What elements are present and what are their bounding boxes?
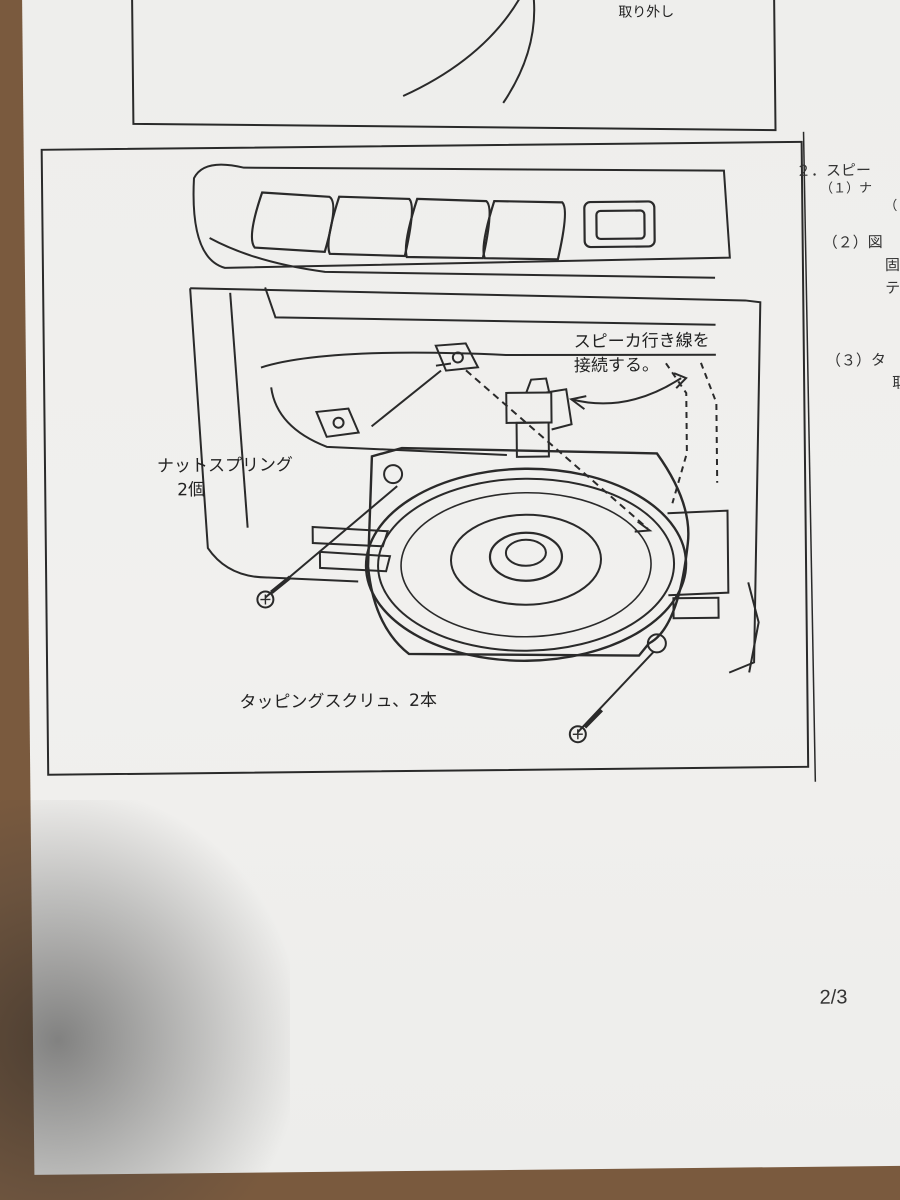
top-figure-curve [402, 0, 528, 97]
step-2-2-line3: テ [885, 278, 900, 297]
manual-page: ロアカバー 取り外し スピーカ行き線を 接続する。 ナットスプリング 2個 タッ… [22, 0, 900, 1175]
door-panel-outline [190, 287, 762, 674]
nut-spring-clips [315, 342, 480, 438]
main-figure-frame [40, 140, 810, 776]
step-2-2: （２）図 [822, 233, 883, 252]
step-2-1: （１）ナ [820, 181, 873, 197]
dashed-guide [465, 369, 649, 530]
connect-arrow [571, 377, 682, 405]
step-2-2-line2: 固 [884, 255, 900, 274]
page-number: 2/3 [819, 986, 848, 1009]
speaker-wire-connector [505, 377, 573, 458]
screws-label: タッピングスクリュ、2本 [239, 690, 438, 713]
connect-note-line2: 接続する。 [573, 355, 660, 377]
installation-diagram [40, 0, 817, 782]
step-2-3: （３）タ [825, 350, 887, 370]
vent-panel [192, 163, 731, 269]
internal-wire [665, 362, 688, 504]
top-figure-frame [130, 0, 777, 132]
nut-spring-label: ナットスプリング [156, 455, 294, 477]
speaker-unit [364, 446, 690, 662]
lower-cover-note: ロアカバー 取り外し [618, 0, 688, 21]
connect-note-line1: スピーカ行き線を [573, 330, 710, 353]
vent-slots [250, 191, 656, 261]
step-2-3-line2: 取 [892, 373, 900, 392]
tapping-screws [256, 485, 655, 744]
step-2-1-cont: （ [884, 198, 898, 214]
nut-spring-count: 2個 [177, 480, 206, 501]
